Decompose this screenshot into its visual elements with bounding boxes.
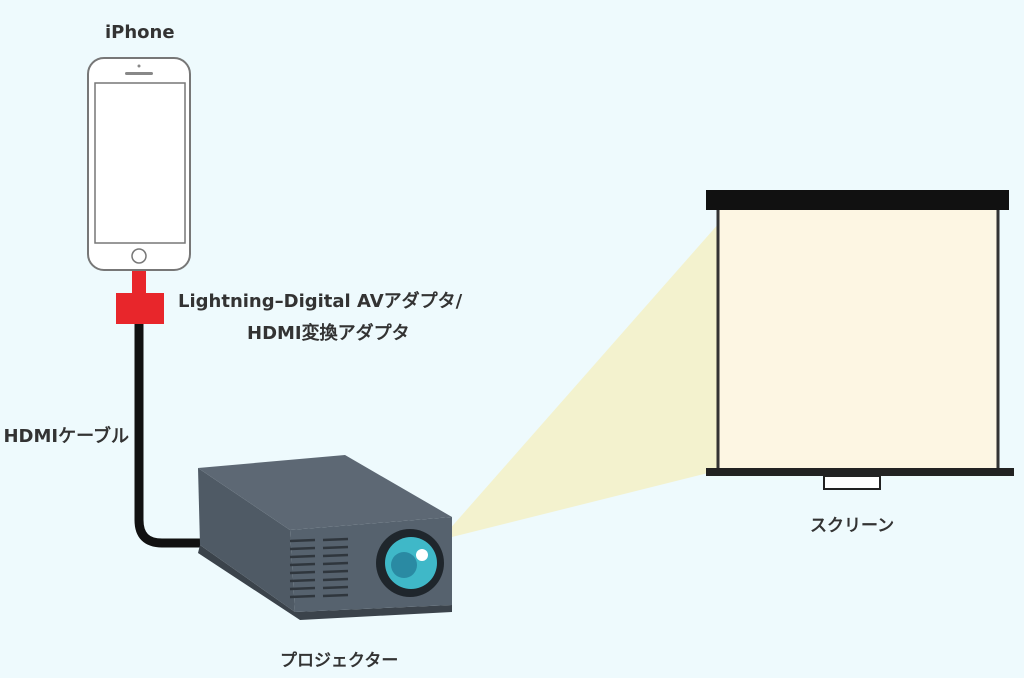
iphone-label: iPhone (105, 22, 175, 43)
projection-screen (706, 190, 1014, 490)
screen-label: スクリーン (810, 516, 895, 536)
adapter-icon (116, 268, 164, 324)
projection-beam (440, 222, 720, 540)
cable-label: HDMIケーブル (3, 426, 129, 447)
projector-icon (198, 455, 452, 620)
adapter-label-line1: Lightning–Digital AVアダプタ/ (178, 291, 463, 312)
adapter-label-line2: HDMI変換アダプタ (247, 323, 410, 344)
hdmi-cable (134, 322, 200, 548)
iphone-icon (87, 57, 191, 271)
projector-label: プロジェクター (280, 651, 399, 671)
